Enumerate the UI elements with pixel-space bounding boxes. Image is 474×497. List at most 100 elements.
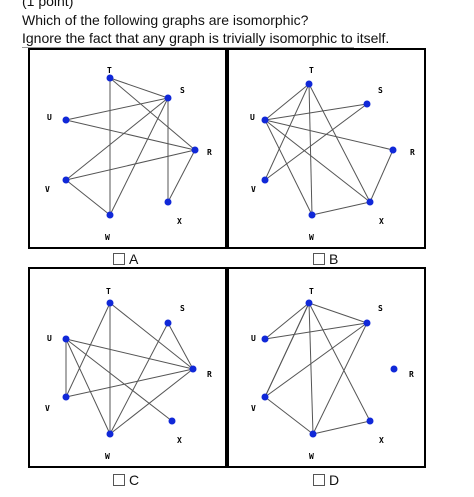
- option-c[interactable]: C: [113, 472, 139, 488]
- graph-b-vertex-V: [261, 176, 269, 184]
- graph-d-label-X: X: [379, 436, 384, 445]
- graph-a-vertex-U: [62, 116, 70, 124]
- graph-a-edge-T-S: [109, 77, 169, 99]
- graph-b-edge-U-X: [264, 119, 371, 203]
- graph-c-vertex-V: [62, 393, 70, 401]
- graph-b-label-X: X: [379, 217, 384, 226]
- graph-a-label-W: W: [105, 233, 110, 242]
- graph-c-edge-R-V: [65, 368, 194, 398]
- graph-a-vertex-X: [164, 198, 172, 206]
- graph-c-vertex-R: [189, 365, 197, 373]
- graph-d-vertex-V: [261, 393, 269, 401]
- graph-b-vertex-W: [308, 211, 316, 219]
- graph-a-vertex-T: [106, 74, 114, 82]
- graph-a-edge-R-X: [167, 149, 196, 203]
- graph-c-edge-S-R: [167, 322, 194, 370]
- graph-b-edge-U-R: [264, 119, 394, 151]
- graph-c-label-U: U: [47, 334, 52, 343]
- graph-b-label-S: S: [378, 86, 383, 95]
- option-d-label[interactable]: D: [329, 472, 340, 488]
- option-b-label[interactable]: B: [329, 251, 339, 267]
- graph-d-edge-T-W: [308, 302, 314, 435]
- graph-b-label-U: U: [250, 113, 255, 122]
- graph-d-vertex-W: [309, 430, 317, 438]
- graph-d-label-U: U: [251, 334, 256, 343]
- graph-d-vertex-R: [390, 365, 398, 373]
- checkbox-a[interactable]: [113, 253, 125, 265]
- graph-d-label-T: T: [309, 287, 314, 296]
- graph-c-label-V: V: [45, 404, 50, 413]
- graph-c-label-X: X: [177, 436, 182, 445]
- graph-a-label-V: V: [45, 185, 50, 194]
- graph-c-edge-U-X: [65, 338, 173, 422]
- graph-a-edge-T-R: [109, 77, 196, 151]
- graph-c-svg: T S U R V X W: [45, 287, 212, 461]
- graph-c-vertex-X: [168, 417, 176, 425]
- graph-b-vertex-U: [261, 116, 269, 124]
- graph-c-vertex-W: [106, 430, 114, 438]
- graph-d-vertex-S: [363, 319, 371, 327]
- graph-d-edge-V-T: [264, 302, 310, 398]
- checkbox-d[interactable]: [313, 474, 325, 486]
- option-c-label[interactable]: C: [129, 472, 140, 488]
- graph-c-edge-R-W: [109, 368, 194, 435]
- graph-a-label-R: R: [207, 148, 212, 157]
- graph-b-edge-V-T: [264, 83, 310, 181]
- graph-a-label-T: T: [107, 66, 112, 75]
- graph-b-edge-S-V: [264, 103, 368, 181]
- graph-c-label-W: W: [105, 452, 110, 461]
- graph-b-vertex-S: [363, 100, 371, 108]
- graph-d-edge-W-X: [312, 420, 371, 435]
- graph-b-edge-U-W: [264, 119, 313, 216]
- graph-b-edge-W-X: [311, 201, 371, 216]
- graph-c-edge-U-W: [65, 338, 111, 435]
- graph-c-vertex-T: [106, 299, 114, 307]
- graph-a-vertex-V: [62, 176, 70, 184]
- graph-b-edge-R-X: [369, 149, 394, 203]
- option-a[interactable]: A: [113, 251, 138, 267]
- instruction-underline: [22, 47, 354, 48]
- graph-c-edge-T-V: [65, 302, 111, 398]
- graph-d-vertex-T: [305, 299, 313, 307]
- graph-a-edge-S-W: [109, 97, 169, 216]
- graph-d-edge-T-S: [308, 302, 368, 324]
- graph-c-label-T: T: [106, 287, 111, 296]
- graph-a-vertex-R: [191, 146, 199, 154]
- graph-c-label-S: S: [180, 304, 185, 313]
- graph-b-vertex-R: [389, 146, 397, 154]
- graph-b-label-T: T: [309, 66, 314, 75]
- graph-b-edge-T-U: [264, 83, 310, 121]
- graph-b-label-V: V: [251, 185, 256, 194]
- graph-c-label-R: R: [207, 370, 212, 379]
- instruction-text: Ignore the fact that any graph is trivia…: [22, 30, 390, 46]
- graph-c-edge-T-R: [109, 302, 194, 370]
- graph-b-edge-U-S: [264, 103, 368, 121]
- checkbox-c[interactable]: [113, 474, 125, 486]
- graph-b-edge-T-X: [308, 83, 371, 203]
- graph-b-vertex-X: [366, 198, 374, 206]
- graph-a-edge-U-R: [65, 119, 196, 151]
- question-text: Which of the following graphs are isomor…: [22, 12, 309, 28]
- checkbox-b[interactable]: [313, 253, 325, 265]
- graph-c-vertex-S: [164, 319, 172, 327]
- graph-a-label-X: X: [177, 217, 182, 226]
- graph-a-edge-U-S: [65, 97, 169, 121]
- graph-b-vertex-T: [305, 80, 313, 88]
- option-a-label[interactable]: A: [129, 251, 139, 267]
- graph-d-edge-S-V: [264, 322, 368, 398]
- graph-panel-c: T S U R V X W: [28, 267, 227, 468]
- graph-a-label-S: S: [180, 86, 185, 95]
- graph-b-edge-T-W: [308, 83, 313, 216]
- graph-a-vertex-S: [164, 94, 172, 102]
- graph-b-label-W: W: [309, 233, 314, 242]
- graph-d-edge-W-V: [264, 396, 314, 435]
- graph-c-edge-U-R: [65, 338, 194, 370]
- option-d[interactable]: D: [313, 472, 339, 488]
- option-b[interactable]: B: [313, 251, 338, 267]
- graph-d-edge-S-W: [312, 322, 368, 435]
